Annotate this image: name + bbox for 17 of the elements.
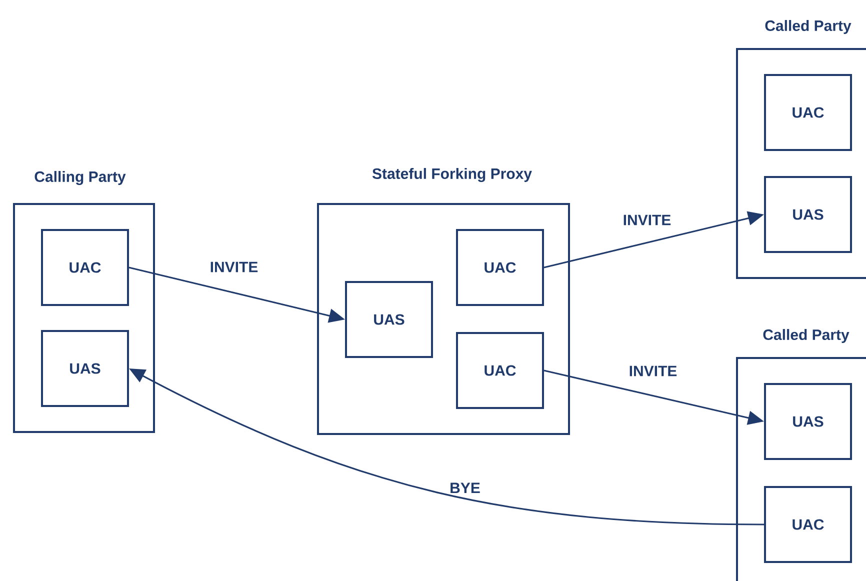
component-box: UAS — [41, 330, 129, 407]
component-box: UAS — [764, 383, 852, 460]
edge-label: INVITE — [628, 364, 678, 378]
edge-label: BYE — [448, 482, 482, 494]
node-label: Called Party — [763, 329, 850, 343]
component-box: UAC — [764, 74, 852, 151]
component-box: UAC — [764, 486, 852, 563]
component-box: UAS — [764, 176, 852, 253]
component-box: UAC — [456, 332, 544, 409]
node-label: Stateful Forking Proxy — [372, 168, 532, 182]
component-box: UAS — [345, 281, 433, 358]
node-label: Calling Party — [34, 170, 126, 186]
edge-label: INVITE — [208, 260, 260, 274]
edge-label: INVITE — [622, 214, 672, 226]
node-label: Called Party — [765, 20, 852, 34]
component-box: UAC — [41, 229, 129, 306]
component-box: UAC — [456, 229, 544, 306]
